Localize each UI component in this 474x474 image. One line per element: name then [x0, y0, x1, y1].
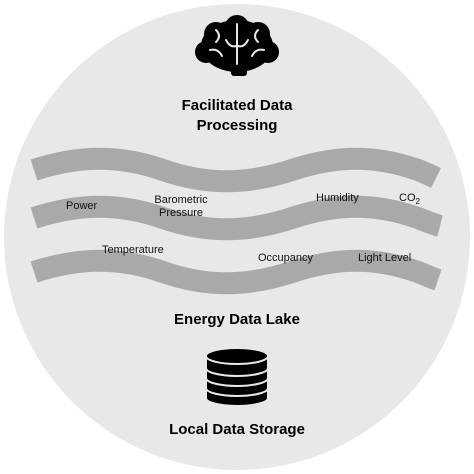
label-co2: CO2: [399, 192, 420, 208]
label-power: Power: [66, 200, 98, 212]
label-occupancy: Occupancy: [258, 252, 314, 264]
label-temperature: Temperature: [102, 244, 164, 256]
label-co2-subscript: 2: [415, 197, 420, 207]
wave-band-2: [30, 195, 443, 241]
label-co2-main: CO: [399, 192, 416, 204]
energy-data-lake-title: Energy Data Lake: [174, 311, 300, 328]
label-humidity: Humidity: [316, 192, 359, 204]
wave-band-1: [30, 147, 441, 193]
local-data-storage-title: Local Data Storage: [169, 421, 305, 438]
label-light-level: Light Level: [358, 252, 412, 264]
wave-band-3: [30, 249, 442, 295]
